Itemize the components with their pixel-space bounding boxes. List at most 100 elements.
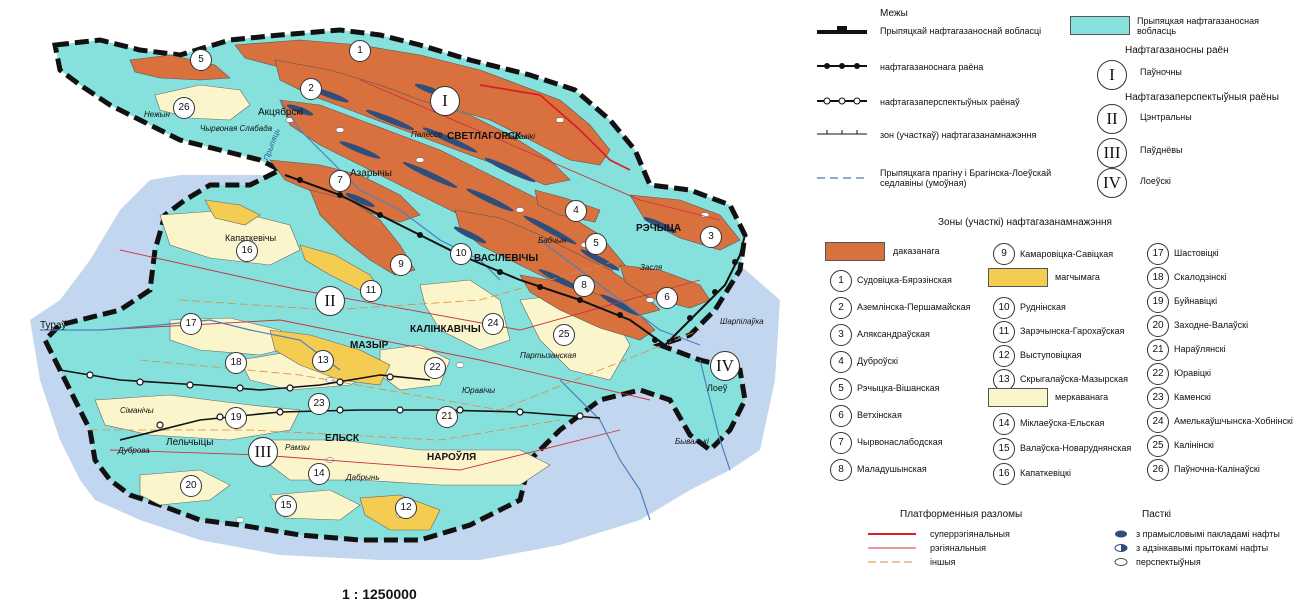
legend-traps-title: Пасткі [1142,509,1171,520]
zone-legend-number: 16 [993,463,1015,485]
legend-boundary-prospective: нафтагазаперспектыўных раёнаў [880,97,1020,107]
zone-legend-number: 7 [830,432,852,454]
zone-legend-label: Нараўлянскі [1174,344,1226,354]
legend-fault-regional: рэгіянальныя [930,543,986,553]
zone-number: 14 [308,463,330,485]
zone-legend-label: Міклаеўска-Ельская [1020,418,1105,428]
geologic-map [30,27,780,560]
legend-proven-label: даказанага [893,246,940,256]
zone-number: 12 [395,497,417,519]
map-scale: 1 : 1250000 [342,586,417,602]
zone-legend-label: Выступовіцкая [1020,350,1082,360]
legend-numeral-III: III [1097,138,1127,168]
zone-legend-label: Ветхінская [857,410,902,420]
legend-zones-title: Зоны (участкі) нафтагазанамнажэння [938,217,1112,228]
zone-number: 22 [424,357,446,379]
legend-trap-commercial: з прамысловымі пакладамі нафты [1136,529,1280,539]
zone-legend-label: Калінінскі [1174,440,1214,450]
zone-number: 7 [329,170,351,192]
legend-prospective-label: Паўднёвы [1140,145,1183,155]
zone-legend-number: 23 [1147,387,1169,409]
zone-number: 6 [656,287,678,309]
label-kapatkevichy: Капаткевічы [225,233,277,243]
zone-legend-label: Чырвонаслабодская [857,437,943,447]
zone-number: 25 [553,324,575,346]
zone-legend-label: Скрыгалаўска-Мазырская [1020,374,1129,384]
zone-number: 5 [585,233,607,255]
district-boundary-dots [297,177,738,343]
label-aktsyabrski: Акцябрскі [258,107,304,118]
label-yuravichy: Юравічы [462,386,496,395]
zone-number: 2 [300,78,322,100]
label-palesse: Палессе [411,130,443,139]
zone-legend-number: 6 [830,405,852,427]
region-fill-swatch [1070,16,1130,35]
legend-fault-other: іншыя [930,557,956,567]
legend-region-fill: Прыпяцкая нафтагазаносная вобласць [1137,16,1260,36]
label-chyrvonaia-slabada: Чырвоная Слабада [200,124,273,133]
zone-legend-number: 17 [1147,243,1169,265]
legend-prospective-title: Нафтагазаперспектыўныя раёны [1125,92,1279,103]
boundary-district-symbol [817,63,867,69]
zone-legend-number: 2 [830,297,852,319]
zone-legend-number: 15 [993,438,1015,460]
zone-number: 17 [180,313,202,335]
zone-legend-label: Скалодзінскі [1174,272,1227,282]
label-azarychy: Азарычы [350,168,392,179]
zone-legend-label: Паўночна-Калінаўскі [1174,464,1260,474]
zone-number: 23 [308,393,330,415]
proven-swatch [825,242,885,261]
zone-number: 19 [225,407,247,429]
label-kalinkavichy: КАЛІНКАВІЧЫ [410,324,481,335]
rivers [40,99,731,521]
label-dubrova: Дуброва [118,446,150,455]
legend-boundary-district: нафтагазаноснага раёна [880,62,984,72]
zone-number: 26 [173,97,195,119]
legend-numeral-II: II [1097,104,1127,134]
legend-trap-single: з адзінкавымі прытокамі нафты [1136,543,1269,553]
zone-legend-number: 12 [993,345,1015,367]
zone-legend-label: Руднінская [1020,302,1066,312]
map-numeral-I: I [430,86,460,116]
zone-number: 11 [360,280,382,302]
label-elsk: ЕЛЬСК [325,433,359,444]
zone-number: 3 [700,226,722,248]
fault-symbols [868,533,916,563]
trap-symbols [1114,530,1128,566]
label-byvalki: Бывалькі [675,437,709,446]
speculative-swatch [988,388,1048,407]
legend-numeral-IV: IV [1097,168,1127,198]
label-ramzhy: Рамзы [285,443,310,452]
zone-number: 10 [450,243,472,265]
zone-number: 9 [390,254,412,276]
label-turau: Тураў [40,320,67,331]
zone-legend-number: 10 [993,297,1015,319]
prospective-boundary-dots [86,371,584,429]
boundary-zone-symbol [817,130,867,135]
zone-number: 5 [190,49,212,71]
zone-legend-label: Зарэчынска-Гарохаўская [1020,326,1125,336]
zone-legend-number: 4 [830,351,852,373]
label-nezhyn: Нежын [144,110,170,119]
zone-legend-number: 19 [1147,291,1169,313]
legend-fault-super: суперрэгіянальныя [930,529,1010,539]
zone-legend-number: 25 [1147,435,1169,457]
legend-boundary-region: Прыпяцкай нафтагазаноснай вобласці [880,26,1042,36]
zone-legend-label: Валаўска-Новаруднянская [1020,443,1132,453]
zone-number: 4 [565,200,587,222]
label-sharpilauka: Шарпілаўка [720,317,764,326]
boundary-prospective-symbol [817,97,867,105]
label-partyzanskaia: Партызанская [520,351,577,360]
zone-legend-number: 8 [830,459,852,481]
zone-legend-label: Рэчыцка-Вішанская [857,383,940,393]
label-vasilevichy: ВАСІЛЕВІЧЫ [474,253,539,264]
zone-legend-number: 11 [993,321,1015,343]
zone-legend-number: 1 [830,270,852,292]
zone-legend-number: 14 [993,413,1015,435]
zone-number: 21 [436,406,458,428]
label-naroulia: НАРОЎЛЯ [427,452,477,463]
faults [90,79,721,471]
zone-legend-number: 9 [993,243,1015,265]
label-lelchytsy: Лельчыцы [166,437,214,448]
zone-legend-label: Судовіцка-Бярэзінская [857,275,952,285]
